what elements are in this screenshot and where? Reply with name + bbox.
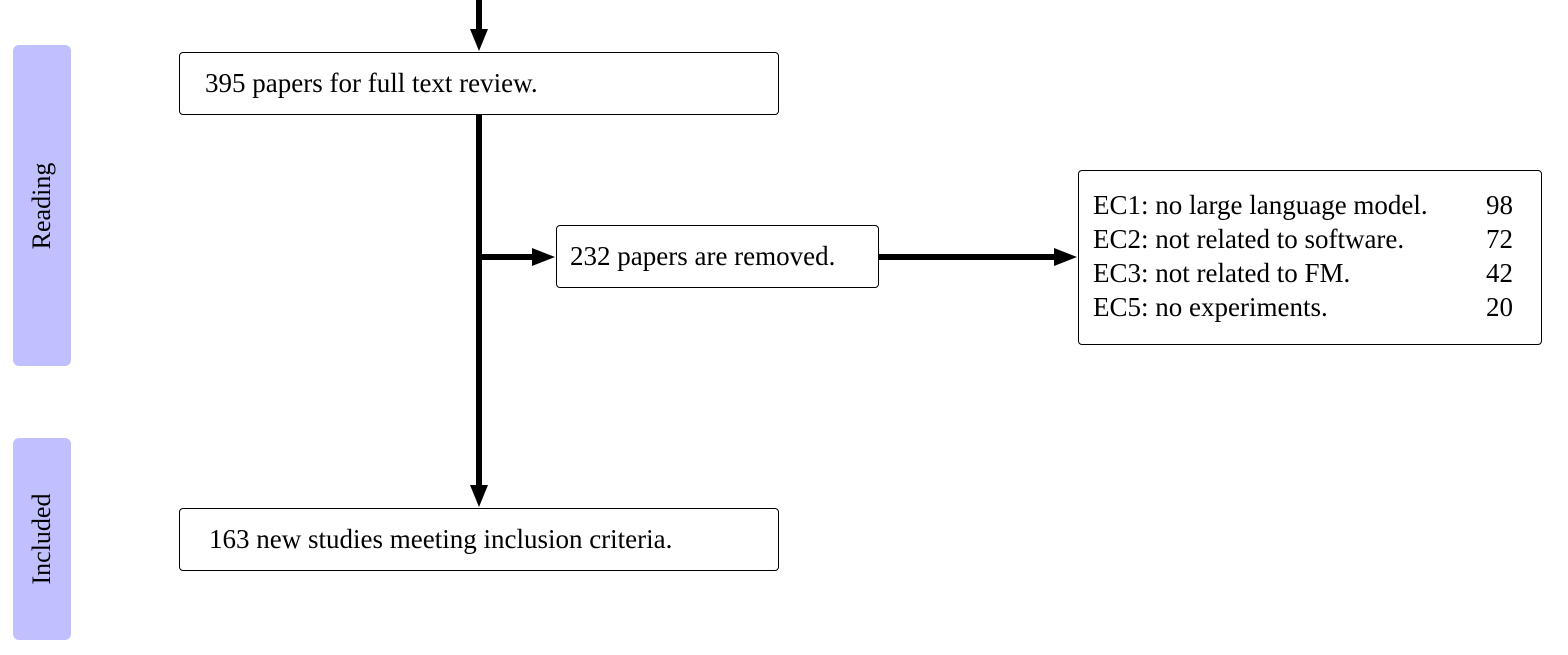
stage-reading-label: Reading <box>27 162 56 249</box>
exclusion-criterion: EC1: no large language model. <box>1093 190 1428 220</box>
stage-included-label: Included <box>27 493 56 585</box>
exclusion-criterion: EC2: not related to software. <box>1093 224 1405 254</box>
exclusion-row: EC5: no experiments. 20 <box>1093 290 1513 324</box>
exclusion-row: EC3: not related to FM. 42 <box>1093 256 1513 290</box>
exclusion-criterion: EC5: no experiments. <box>1093 292 1328 322</box>
exclusion-criteria-box: EC1: no large language model. 98 EC2: no… <box>1078 170 1542 345</box>
removed-papers-box: 232 papers are removed. <box>556 225 879 288</box>
exclusion-criterion: EC3: not related to FM. <box>1093 258 1351 288</box>
exclusion-row: EC2: not related to software. 72 <box>1093 222 1513 256</box>
full-text-review-text: 395 papers for full text review. <box>205 68 538 98</box>
exclusion-count: 72 <box>1486 224 1513 254</box>
exclusion-branch-arrowhead <box>1054 248 1077 266</box>
incoming-arrowhead <box>470 29 488 51</box>
main-flow-arrowhead <box>470 485 488 507</box>
exclusion-count: 20 <box>1486 292 1513 322</box>
included-studies-box: 163 new studies meeting inclusion criter… <box>179 508 779 571</box>
stage-reading: Reading <box>13 45 71 366</box>
removed-papers-text: 232 papers are removed. <box>570 241 836 271</box>
exclusion-row: EC1: no large language model. 98 <box>1093 188 1513 222</box>
stage-included: Included <box>13 438 71 640</box>
exclusion-count: 42 <box>1486 258 1513 288</box>
exclusion-count: 98 <box>1486 190 1513 220</box>
full-text-review-box: 395 papers for full text review. <box>179 52 779 115</box>
included-studies-text: 163 new studies meeting inclusion criter… <box>209 524 673 554</box>
removal-branch-arrowhead <box>532 248 555 266</box>
